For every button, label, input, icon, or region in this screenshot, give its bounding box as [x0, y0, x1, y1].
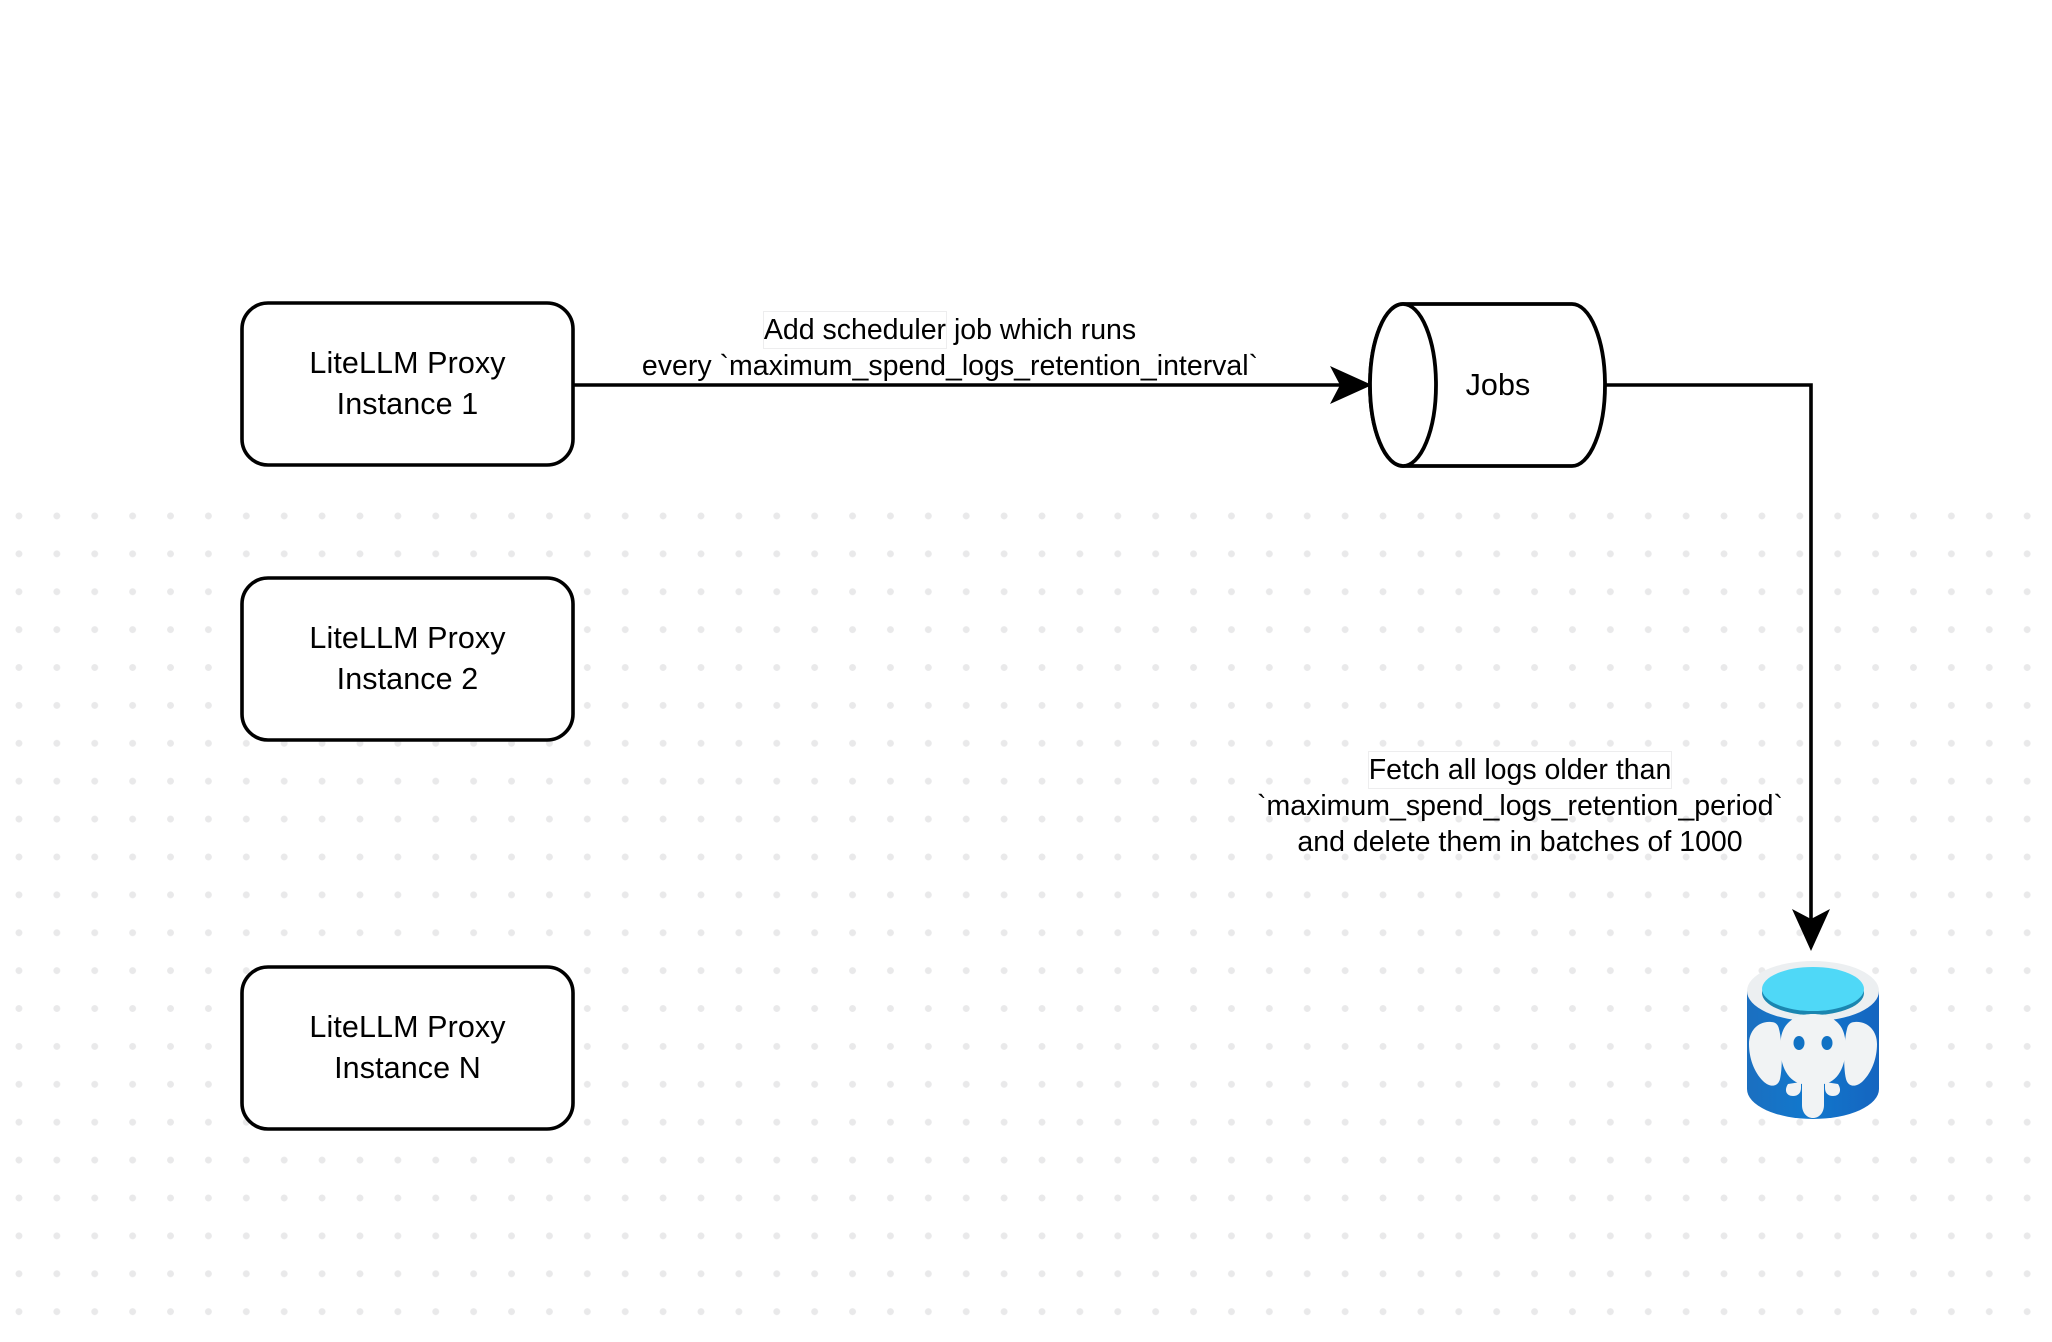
edge-label-line-2: every `maximum_spend_logs_retention_inte… — [641, 350, 1259, 382]
proxy-instance-2-label: LiteLLM Proxy Instance 2 — [309, 621, 506, 696]
edge-label-highlight: Add scheduler — [763, 312, 947, 348]
postgresql-database-icon[interactable] — [1747, 961, 1879, 1119]
edge-proxy1-to-jobs — [573, 366, 1372, 404]
edge-label-fetch-line-3: and delete them in batches of 1000 — [1297, 826, 1743, 858]
jobs-node-label: Jobs — [1465, 368, 1531, 402]
edge-label-line-1-rest: job which runs — [946, 314, 1137, 346]
proxy-instance-1-label: LiteLLM Proxy Instance 1 — [309, 346, 506, 421]
proxy-instance-3-box[interactable] — [240, 965, 575, 1131]
proxy-instance-3-label: LiteLLM Proxy Instance N — [309, 1010, 506, 1085]
edge-jobs-to-postgres — [1605, 383, 1830, 951]
edge-label-add-scheduler-job: Add scheduler job which runs every `maxi… — [590, 312, 1310, 384]
edge-label-fetch-line-1: Fetch all logs older than — [1200, 752, 1840, 788]
edge-label-fetch-highlight: Fetch all logs older than — [1368, 752, 1672, 788]
edge-label-line-1: Add scheduler job which runs — [590, 312, 1310, 348]
proxy-instance-2-box[interactable] — [240, 576, 575, 742]
edge-label-fetch-and-delete-logs: Fetch all logs older than `maximum_spend… — [1200, 752, 1840, 860]
jobs-cylinder[interactable] — [1368, 302, 1607, 468]
edge-label-fetch-line-2: `maximum_spend_logs_retention_period` — [1257, 790, 1783, 822]
